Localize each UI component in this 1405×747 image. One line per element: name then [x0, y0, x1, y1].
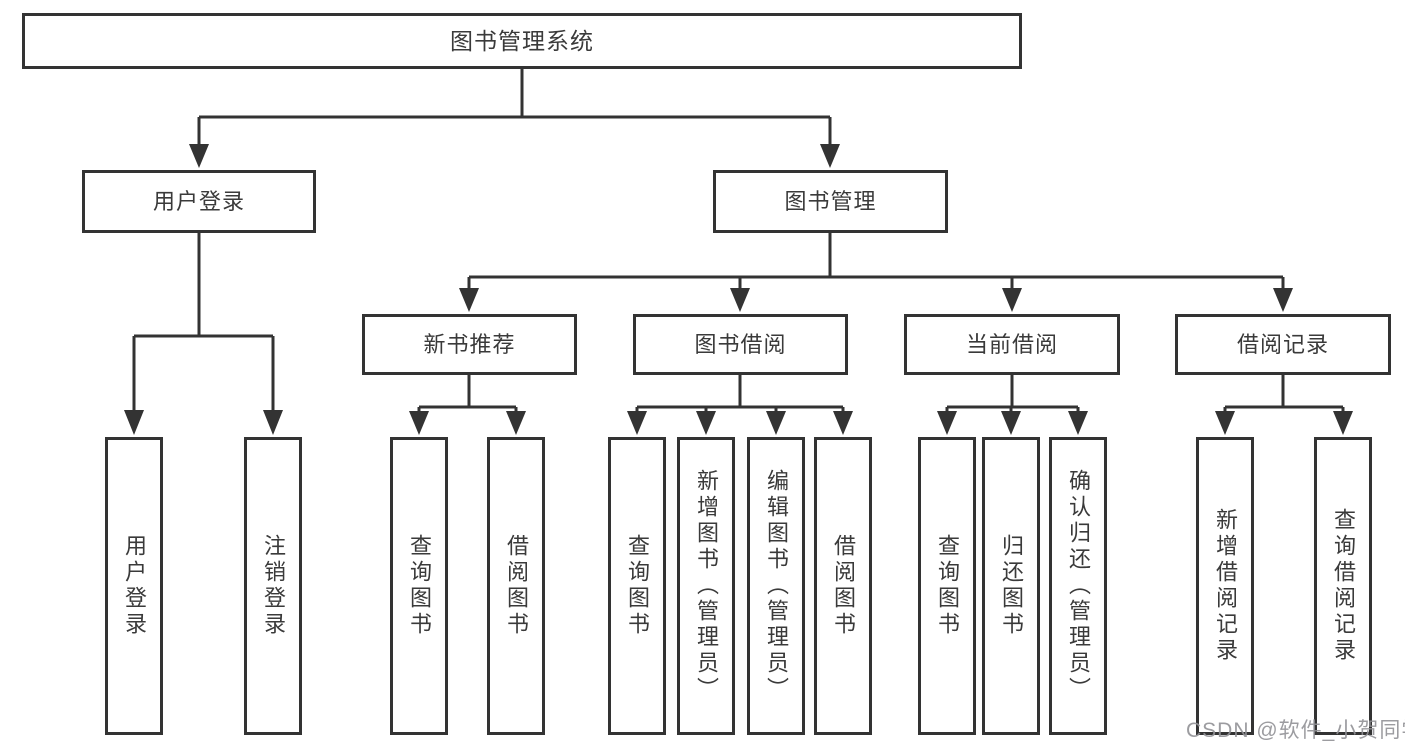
node-leaf-logout: 注销登录 [244, 437, 302, 735]
node-label: 归还图书 [999, 534, 1024, 638]
csdn-watermark: CSDN @软件_小贺同学 [1186, 719, 1405, 742]
node-leaf-return-book: 归还图书 [982, 437, 1040, 735]
node-leaf-add-borrow-record: 新增借阅记录 [1196, 437, 1254, 735]
connector-current-borrow-children [945, 375, 1080, 413]
node-leaf-query-books-2: 查询图书 [608, 437, 666, 735]
node-leaf-user-login: 用户登录 [105, 437, 163, 735]
node-book-management: 图书管理 [713, 170, 948, 233]
node-leaf-add-book-admin: 新增图书（管理员） [677, 437, 735, 735]
node-label: 确认归还（管理员） [1066, 469, 1091, 703]
node-label: 图书借阅 [694, 331, 787, 357]
node-label: 新书推荐 [423, 331, 516, 357]
node-leaf-edit-book-admin: 编辑图书（管理员） [747, 437, 805, 735]
node-label: 当前借阅 [965, 331, 1058, 357]
arrowheads-user-login-children [124, 410, 283, 435]
node-label: 借阅记录 [1236, 331, 1329, 357]
arrowheads-borrow-records-children [1215, 411, 1353, 435]
connector-book-mgmt-to-level2 [467, 233, 1285, 290]
connector-book-borrow-children [635, 375, 845, 413]
node-current-borrowing: 当前借阅 [904, 314, 1120, 375]
node-user-login: 用户登录 [82, 170, 316, 233]
node-book-borrowing: 图书借阅 [633, 314, 848, 375]
arrowheads-book-borrow-children [627, 411, 853, 435]
node-leaf-query-books-3: 查询图书 [918, 437, 976, 735]
node-leaf-query-borrow-record: 查询借阅记录 [1314, 437, 1372, 735]
node-leaf-borrow-books-2: 借阅图书 [814, 437, 872, 735]
node-label: 新增借阅记录 [1213, 508, 1238, 664]
connector-new-book-rec-children [417, 375, 518, 413]
arrowheads-current-borrow-children [937, 411, 1088, 435]
node-label: 用户登录 [122, 534, 147, 638]
node-leaf-borrow-books-1: 借阅图书 [487, 437, 545, 735]
node-label: 用户登录 [152, 188, 245, 214]
node-label: 注销登录 [261, 534, 286, 638]
node-label: 查询图书 [407, 534, 432, 638]
node-label: 借阅图书 [831, 534, 856, 638]
node-label: 查询图书 [625, 534, 650, 638]
node-label: 图书管理 [784, 188, 877, 214]
node-library-management-system: 图书管理系统 [22, 13, 1022, 69]
connector-user-login-children [132, 233, 275, 412]
node-leaf-query-books-1: 查询图书 [390, 437, 448, 735]
node-label: 图书管理系统 [450, 27, 594, 54]
connector-root-to-level1 [197, 69, 832, 146]
arrowheads-new-book-rec-children [409, 411, 526, 435]
node-label: 查询图书 [935, 534, 960, 638]
arrowheads-level2 [459, 288, 1293, 312]
node-borrowing-records: 借阅记录 [1175, 314, 1391, 375]
arrowheads-level1 [189, 144, 840, 168]
node-label: 新增图书（管理员） [694, 469, 719, 703]
node-new-book-recommendation: 新书推荐 [362, 314, 577, 375]
node-leaf-confirm-return-admin: 确认归还（管理员） [1049, 437, 1107, 735]
node-label: 借阅图书 [504, 534, 529, 638]
node-label: 编辑图书（管理员） [764, 469, 789, 703]
connector-borrow-records-children [1223, 375, 1345, 413]
node-label: 查询借阅记录 [1331, 508, 1356, 664]
